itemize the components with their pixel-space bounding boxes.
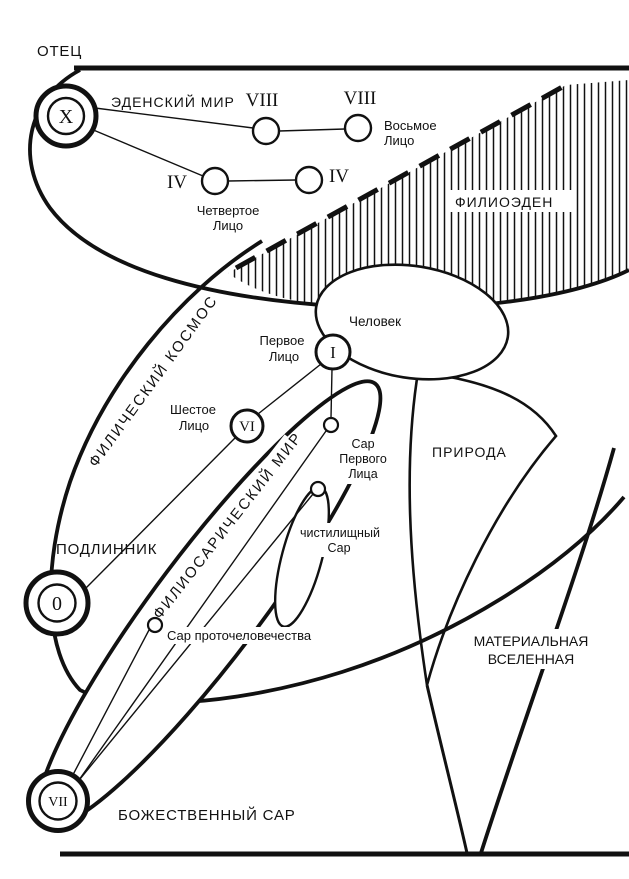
father-node-numeral: X [59,106,74,128]
eden-world-label: ЭДЕНСКИЙ МИР [111,93,235,110]
nature-region [408,370,558,686]
iv-left-numeral: IV [167,172,187,193]
divine-sar-label: БОЖЕСТВЕННЫЙ САР [118,806,296,824]
sar-protohumanity-node [146,616,164,634]
sar-first-face-label-2: Первого [339,452,387,466]
eighth-face-label-1: Восьмое [384,118,437,133]
fourth-face-label-2: Лицо [213,218,243,233]
purgatory-sar-label-2: Сар [327,541,350,555]
sar-protohumanity-label: Сар проточеловечества [167,628,312,643]
philioeden-label-bg [448,190,574,212]
link-iv-to-iv [227,179,297,182]
purgatory-sar-label-bg [299,523,382,557]
sar-first-face-node [322,416,340,434]
material-universe-label-bg [459,629,604,669]
eighth-face-label-2: Лицо [384,133,414,148]
first-face-node-numeral: I [330,343,336,362]
sar-first-face-label-bg [333,434,395,484]
nature-label: ПРИРОДА [432,444,507,460]
viii-left-circle [251,116,281,146]
link-viii-to-viii [278,128,346,132]
philiosaric-world-ellipse-fill [37,381,381,827]
divine-sar-node-inner-circle [38,781,78,821]
sar-first-face-label-1: Сар [351,437,374,451]
sixth-face-label-1: Шестое [170,402,216,417]
iv-right-circle [294,165,324,195]
philioeden-hatch-region [228,80,629,309]
original-node-inner-circle [37,583,77,623]
philiosaric-world-label-bg [144,434,302,628]
human-label: Человек [349,314,401,329]
link-x-to-iv [90,128,204,177]
original-label: ПОДЛИННИК [56,541,157,558]
philioeden-label: ФИЛИОЭДЕН [455,194,553,210]
father-label: ОТЕЦ [37,43,82,60]
philic-cosmos-boundary-curve [48,239,626,705]
viii-right-numeral: VIII [344,88,377,109]
sixth-face-label-2: Лицо [179,418,209,433]
iv-left-circle [200,166,230,196]
material-universe-label-2: ВСЕЛЕННАЯ [488,651,575,667]
philic-cosmos-label-group: ФИЛИЧЕСКИЙ КОСМОС [85,291,222,470]
nature-tail-line [425,684,469,854]
connector-vi-to-zero [84,437,236,590]
purgatory-sar-node [309,480,327,498]
original-node-numeral: 0 [52,593,62,615]
human-ellipse [314,263,510,381]
first-face-node-circle [314,333,352,371]
divine-sar-node-numeral: VII [48,795,68,810]
material-universe-label-1: МАТЕРИАЛЬНАЯ [474,633,589,649]
eden-dashed-divider [234,82,568,271]
first-face-label-1: Первое [259,333,304,348]
viii-left-numeral: VIII [246,90,279,111]
connector-i-to-sar-first [330,368,333,419]
father-node-inner-circle [46,96,86,136]
connector-sar-first-to-vii [73,430,327,788]
nature-label-bg [426,441,520,461]
sixth-face-node-numeral: VI [239,419,255,435]
fourth-face-label-1: Четвертое [197,203,260,218]
connector-protohumanity-to-vii [65,629,150,789]
connector-i-to-vi [257,363,322,415]
sar-protohumanity-label-bg [163,627,329,644]
philic-cosmos-label: ФИЛИЧЕСКИЙ КОСМОС [85,291,222,470]
iv-right-numeral: IV [329,166,349,187]
purgatory-sar-label-1: чистилищный [300,526,380,540]
first-face-label-2: Лицо [269,349,299,364]
viii-right-circle [343,113,373,143]
sixth-face-node-circle [229,408,265,444]
link-x-to-viii [94,107,254,129]
sar-first-face-label-3: Лица [348,467,377,481]
